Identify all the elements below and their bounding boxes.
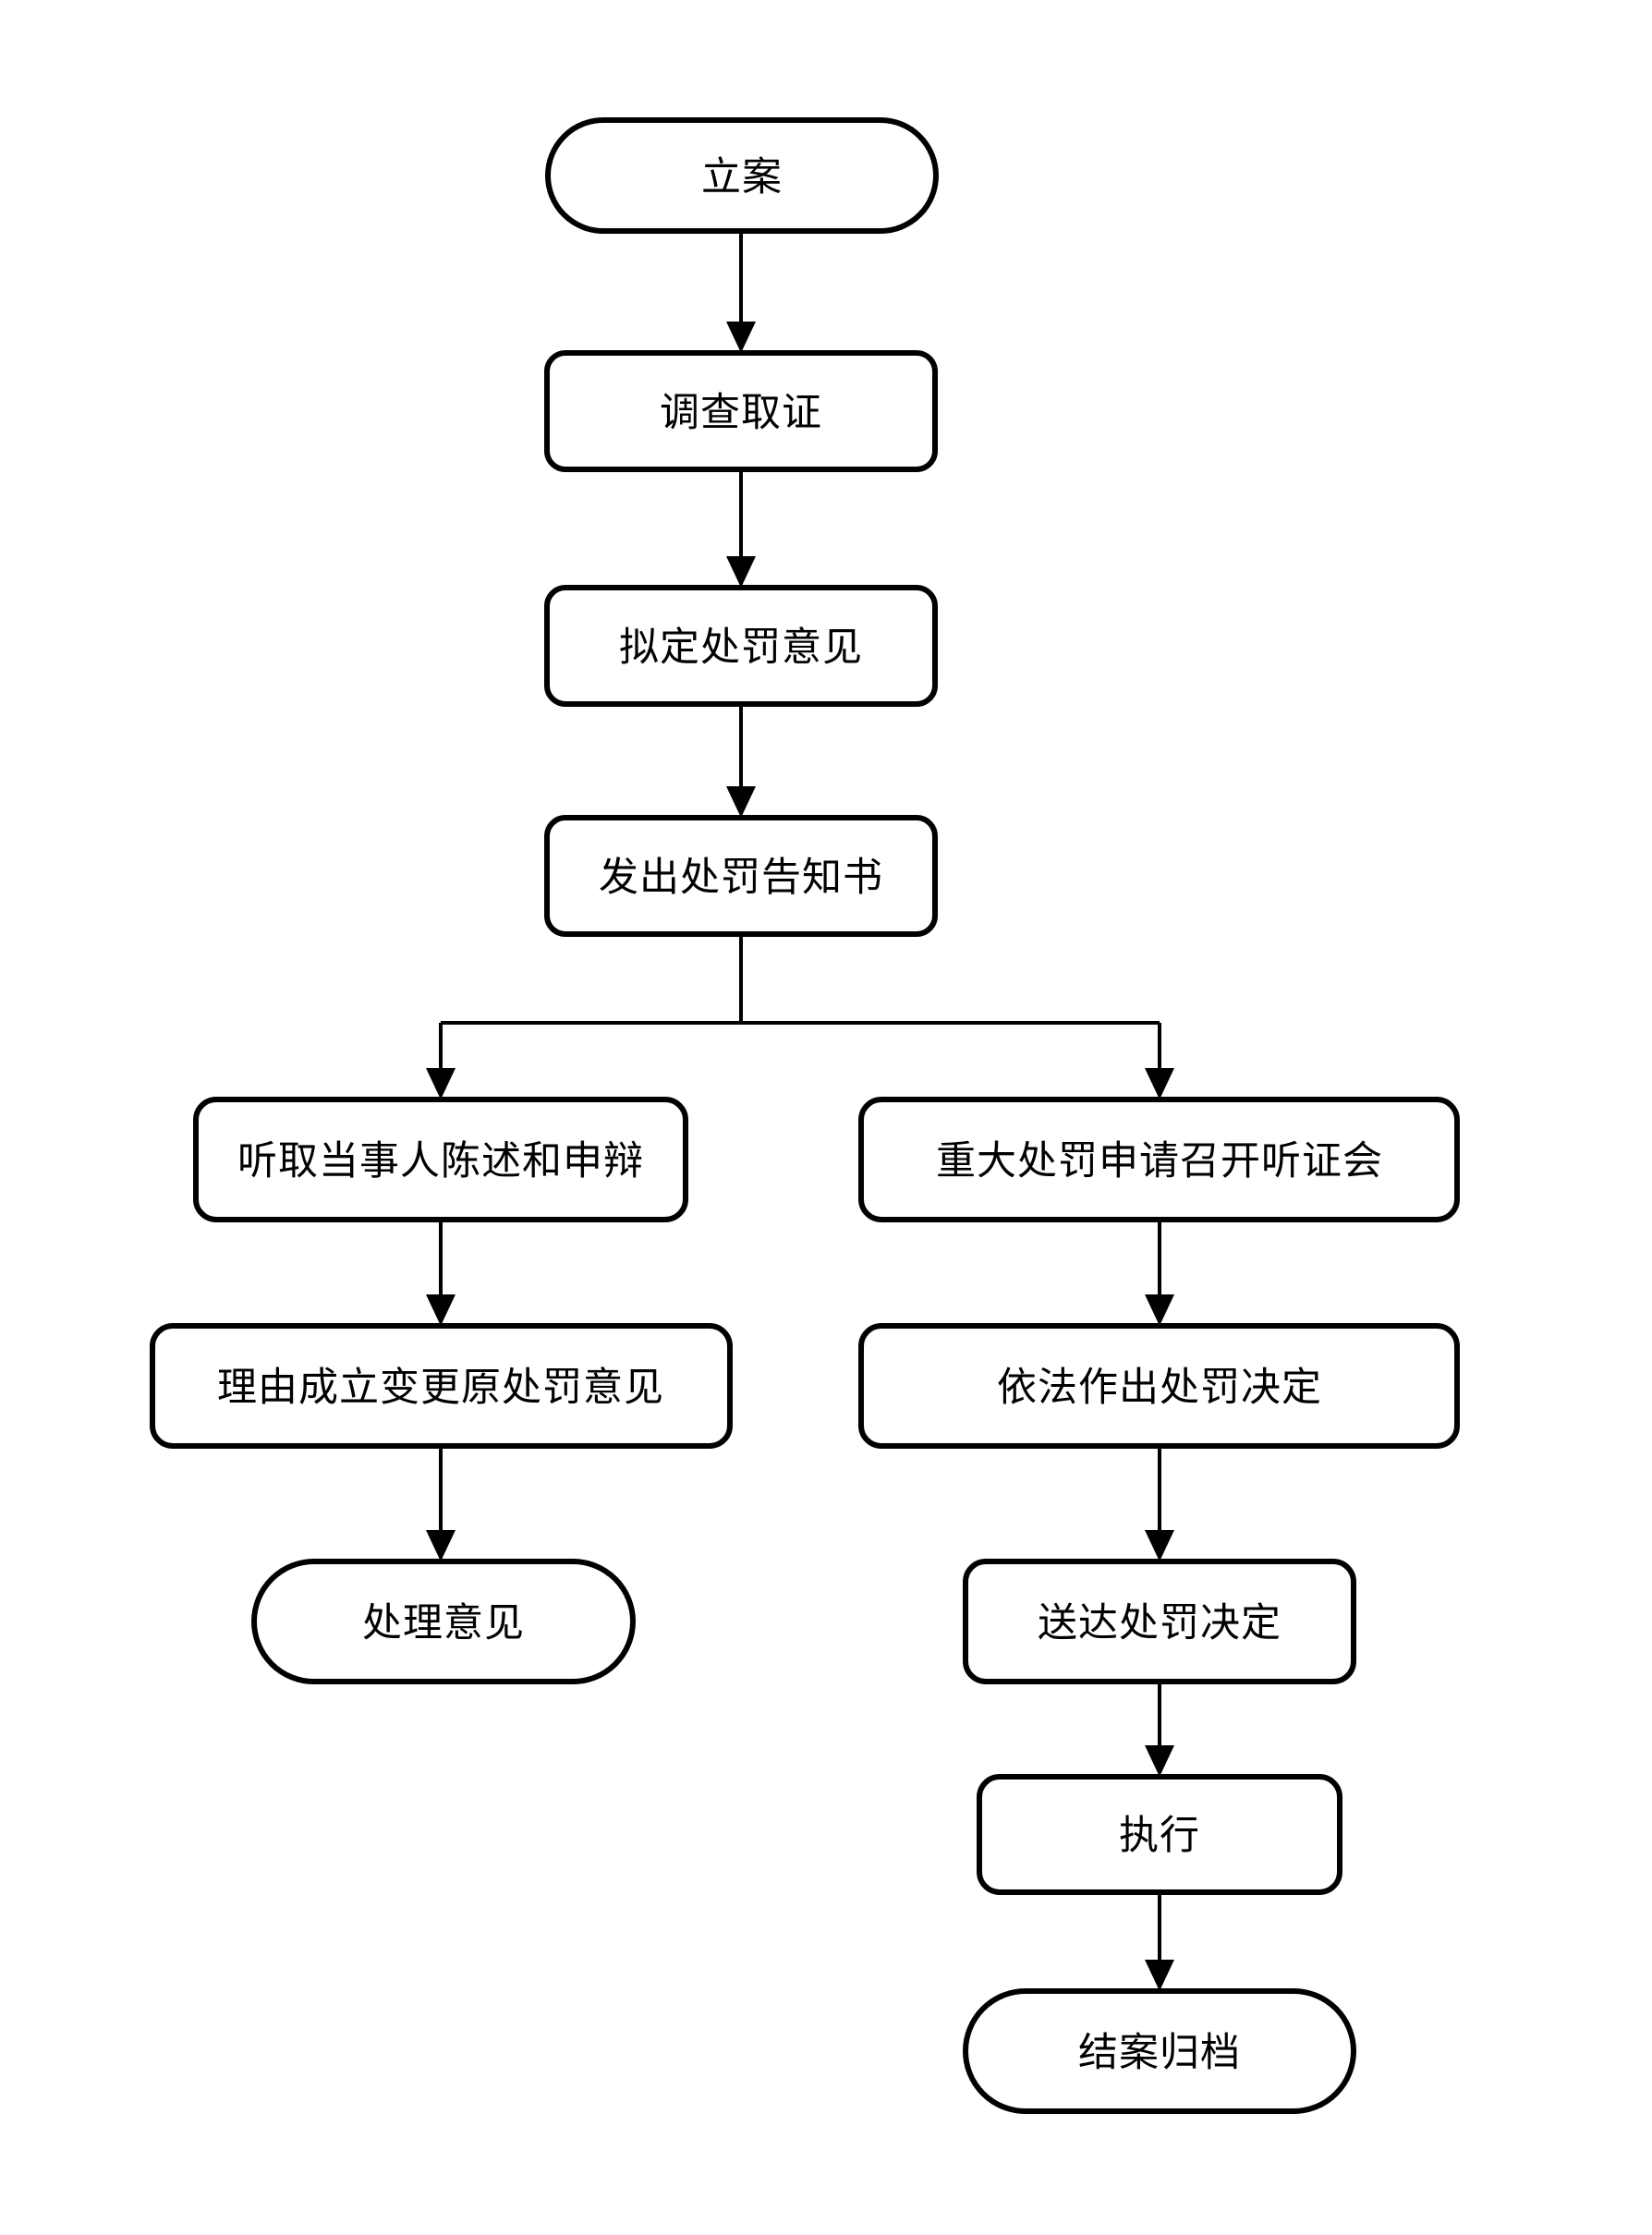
node-songda-chufa-jueding-label: 送达处罚决定: [1038, 1600, 1282, 1646]
node-diaocha-quzheng-label: 调查取证: [660, 390, 822, 436]
edge-liani-to-diaocha: [726, 231, 756, 353]
node-tingqu-chenshu-shenbian-label: 听取当事人陈述和申辩: [237, 1138, 644, 1184]
node-jiean-guidang-label: 结案归档: [1078, 2030, 1241, 2076]
edge-zhongda-to-yifa: [1145, 1220, 1174, 1326]
node-diaocha-quzheng-shape[interactable]: [544, 350, 938, 472]
node-zhongda-chufa-tingzhenghui[interactable]: 重大处罚申请召开听证会: [858, 1097, 1460, 1222]
node-jiean-guidang-shape[interactable]: [963, 1988, 1356, 2114]
node-layer: 立案 调查取证 拟定处罚意见 发出处罚告知书 听取当事人陈述和申辩: [150, 117, 1460, 2114]
node-zhixing-label: 执行: [1119, 1813, 1200, 1859]
node-liyou-chengli-biangeng-label: 理由成立变更原处罚意见: [217, 1365, 664, 1411]
node-diaocha-quzheng[interactable]: 调查取证: [544, 350, 938, 472]
node-zhongda-chufa-tingzhenghui-shape[interactable]: [858, 1097, 1460, 1222]
edge-niding-to-fachu: [726, 704, 756, 818]
edge-fachu-split: [426, 934, 1174, 1099]
node-liani-shape[interactable]: [545, 117, 939, 234]
edge-yifa-to-songda: [1145, 1446, 1174, 1561]
edge-songda-to-zhixing: [1145, 1682, 1174, 1777]
node-chuli-yijian-shape[interactable]: [251, 1559, 636, 1684]
node-chuli-yijian[interactable]: 处理意见: [251, 1559, 636, 1684]
node-fachu-chufa-gaozhishu-shape[interactable]: [544, 815, 938, 937]
node-niding-chufa-yijian-label: 拟定处罚意见: [619, 625, 863, 671]
node-fachu-chufa-gaozhishu-label: 发出处罚告知书: [599, 855, 883, 901]
node-zhixing[interactable]: 执行: [977, 1774, 1342, 1895]
edge-zhixing-to-jiean: [1145, 1892, 1174, 1991]
edge-liyou-to-chuli: [426, 1446, 456, 1561]
node-tingqu-chenshu-shenbian-shape[interactable]: [193, 1097, 688, 1222]
edge-diaocha-to-niding: [726, 469, 756, 588]
node-yifa-zuochu-chufa-jueding-label: 依法作出处罚决定: [997, 1365, 1322, 1411]
node-zhongda-chufa-tingzhenghui-label: 重大处罚申请召开听证会: [936, 1138, 1383, 1184]
edge-tingqu-to-liyou: [426, 1220, 456, 1326]
node-jiean-guidang[interactable]: 结案归档: [963, 1988, 1356, 2114]
node-liyou-chengli-biangeng[interactable]: 理由成立变更原处罚意见: [150, 1323, 733, 1449]
node-niding-chufa-yijian[interactable]: 拟定处罚意见: [544, 585, 938, 707]
node-liyou-chengli-biangeng-shape[interactable]: [150, 1323, 733, 1449]
node-songda-chufa-jueding-shape[interactable]: [963, 1559, 1356, 1684]
node-yifa-zuochu-chufa-jueding[interactable]: 依法作出处罚决定: [858, 1323, 1460, 1449]
node-zhixing-shape[interactable]: [977, 1774, 1342, 1895]
node-liani-label: 立案: [701, 154, 783, 200]
connector-layer: [426, 231, 1174, 1991]
node-songda-chufa-jueding[interactable]: 送达处罚决定: [963, 1559, 1356, 1684]
node-chuli-yijian-label: 处理意见: [362, 1600, 525, 1646]
node-liani[interactable]: 立案: [545, 117, 939, 234]
node-fachu-chufa-gaozhishu[interactable]: 发出处罚告知书: [544, 815, 938, 937]
node-tingqu-chenshu-shenbian[interactable]: 听取当事人陈述和申辩: [193, 1097, 688, 1222]
node-yifa-zuochu-chufa-jueding-shape[interactable]: [858, 1323, 1460, 1449]
node-niding-chufa-yijian-shape[interactable]: [544, 585, 938, 707]
